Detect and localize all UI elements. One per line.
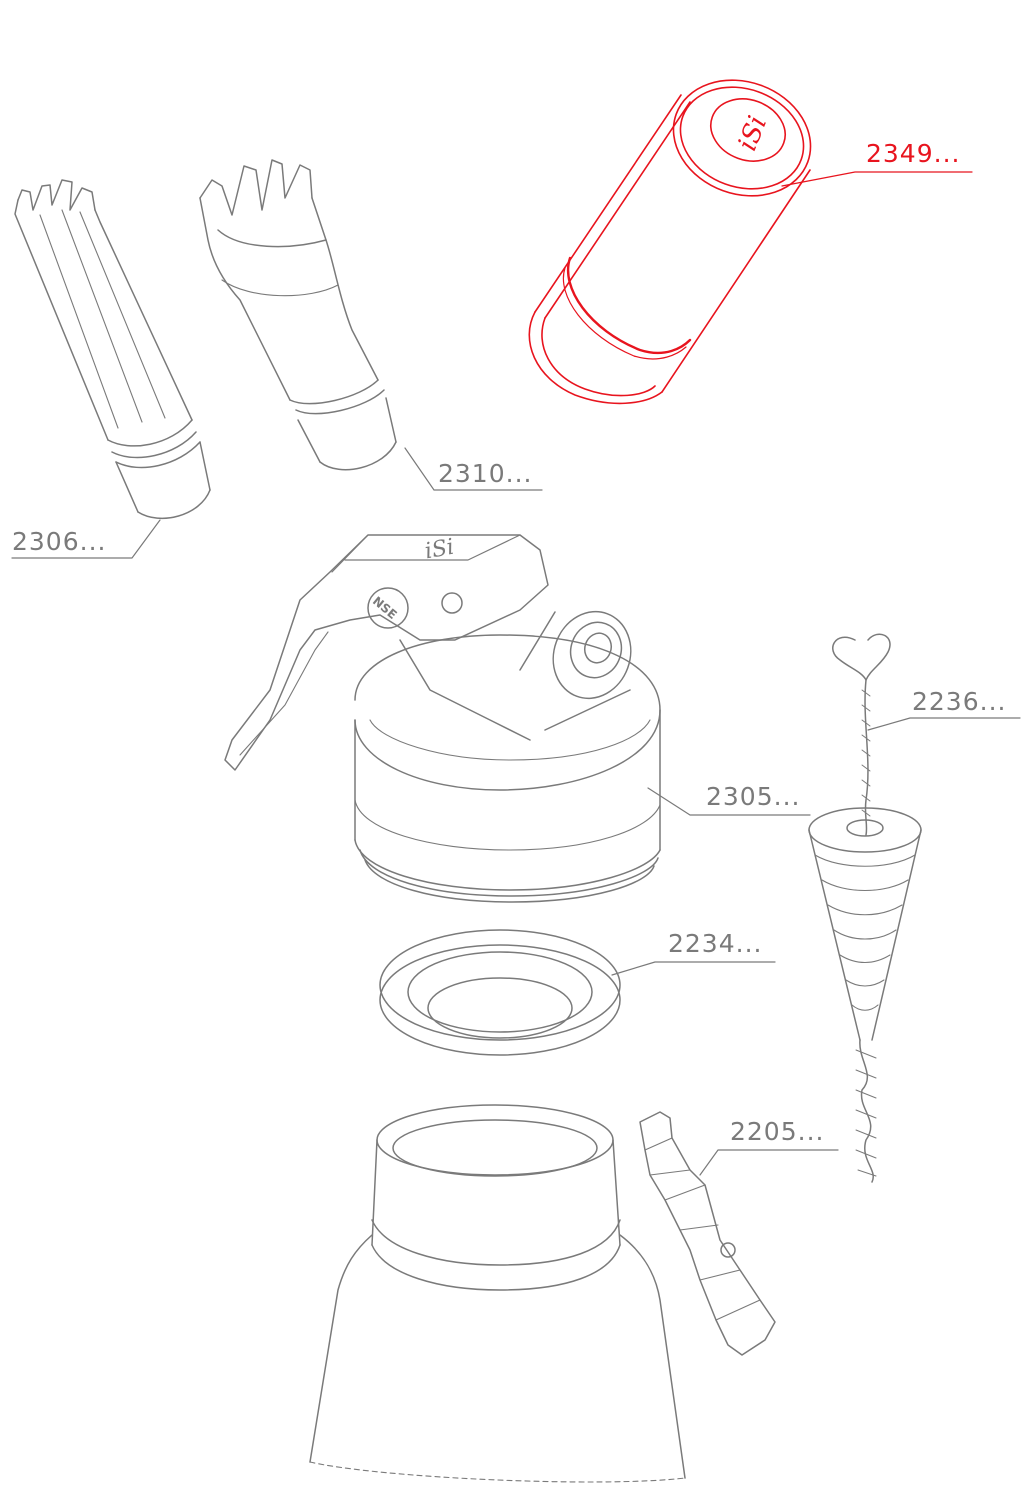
bottle-thread-1 — [371, 1219, 621, 1266]
cap-band-lower — [562, 267, 687, 360]
brush-tail — [859, 1039, 874, 1183]
tip-shank-left — [115, 461, 139, 513]
head-band — [354, 799, 661, 851]
leader-2234 — [611, 961, 776, 976]
tulip-ring-2 — [295, 389, 385, 415]
part-2205-valve[interactable] — [639, 1111, 839, 1356]
head-dome-inner — [369, 719, 651, 761]
leader-2305 — [647, 787, 811, 816]
cap-logo: iSi — [733, 112, 774, 155]
cap-top-inner — [679, 86, 805, 190]
valve-outlet-inner — [569, 621, 623, 679]
part-2349-cap[interactable] — [528, 61, 973, 405]
head-sides — [354, 709, 661, 851]
brush-handle-loop — [832, 633, 891, 681]
label-2234[interactable]: 2234... — [668, 929, 762, 958]
cap-bottom-inner — [541, 317, 656, 397]
leader-2349 — [781, 171, 973, 187]
valve-body — [519, 611, 631, 731]
tip-ring-2 — [111, 431, 197, 459]
part-2234-gasket[interactable] — [379, 929, 776, 1056]
gasket-hole — [427, 977, 573, 1039]
brush-tail-bristles — [855, 1049, 877, 1177]
part-2236-brush[interactable] — [808, 633, 1021, 1183]
valve-bands — [644, 1137, 761, 1321]
lever-inner — [239, 631, 329, 756]
tip-shank-right — [199, 441, 211, 491]
cap-side-right — [661, 169, 811, 393]
head-bottom-2 — [359, 849, 659, 897]
tip-prongs — [17, 179, 96, 211]
nse-badge — [367, 587, 409, 629]
label-2205[interactable]: 2205... — [730, 1117, 824, 1146]
cap-side-left-inner — [544, 101, 691, 319]
tulip-curve — [221, 279, 339, 297]
brush-wire — [864, 679, 869, 836]
tulip-shank-left — [297, 419, 321, 463]
head-logo: iSi — [423, 535, 456, 565]
leader-2236 — [867, 717, 1021, 731]
label-2305[interactable]: 2305... — [706, 782, 800, 811]
gasket-outer — [379, 929, 621, 1041]
tulip-prongs — [199, 159, 313, 216]
tulip-ring-1 — [289, 379, 379, 405]
cap-band-upper — [567, 256, 692, 355]
bottle-thread-2 — [371, 1244, 621, 1291]
valve-port — [720, 1242, 736, 1258]
cap-logo-ring — [710, 98, 786, 162]
cap-side-left — [534, 94, 682, 313]
tip-ring-1 — [107, 419, 193, 447]
valve-neck — [399, 639, 531, 741]
lever-pivot — [441, 592, 463, 614]
tip-ridges — [39, 209, 166, 429]
leader-2310 — [404, 447, 543, 491]
valve-outlet-outer — [552, 610, 632, 700]
tip-ring-3 — [115, 441, 201, 469]
label-2349[interactable]: 2349... — [866, 139, 960, 168]
tip-bottom — [137, 489, 211, 520]
cap-bottom — [528, 311, 663, 405]
head-bottom-1 — [354, 839, 661, 891]
bottle-shoulder-left — [309, 1234, 373, 1463]
label-2310[interactable]: 2310... — [438, 459, 532, 488]
tip-body-right — [94, 209, 193, 421]
tip-body-left — [14, 199, 109, 441]
tulip-body-left — [199, 197, 291, 401]
label-2306[interactable]: 2306... — [12, 527, 106, 556]
part-2306-straight-tip[interactable] — [11, 179, 211, 559]
gasket-outer-bottom — [379, 944, 621, 1056]
tulip-bottom — [319, 441, 397, 471]
leader-2306 — [11, 519, 161, 559]
bottle-cut-line — [309, 1461, 686, 1483]
bottle-body — [309, 1104, 686, 1483]
leader-2205 — [699, 1149, 839, 1176]
cap-top-outer — [672, 79, 812, 197]
gasket-inner-rim — [407, 951, 593, 1033]
bottle-neck-sides — [371, 1139, 621, 1246]
label-2236[interactable]: 2236... — [912, 687, 1006, 716]
part-2305-head[interactable] — [224, 534, 811, 903]
brush-cone-sides — [808, 829, 922, 1041]
brush-center — [846, 819, 884, 837]
lever-top-edges — [331, 534, 521, 573]
head-dome — [354, 634, 661, 791]
valve-outline — [639, 1111, 776, 1356]
bottle-neck-inner — [392, 1119, 598, 1177]
part-2310-tulip-tip[interactable] — [199, 159, 543, 491]
tulip-shank-right — [385, 397, 397, 443]
tulip-body-right — [311, 197, 379, 381]
lever-outline — [224, 534, 549, 771]
brush-rings — [814, 854, 916, 1011]
head-bottom-3 — [364, 859, 655, 903]
tulip-rim — [217, 229, 327, 248]
bottle-shoulder-right — [619, 1234, 686, 1479]
brush-wire-twist — [861, 689, 871, 817]
